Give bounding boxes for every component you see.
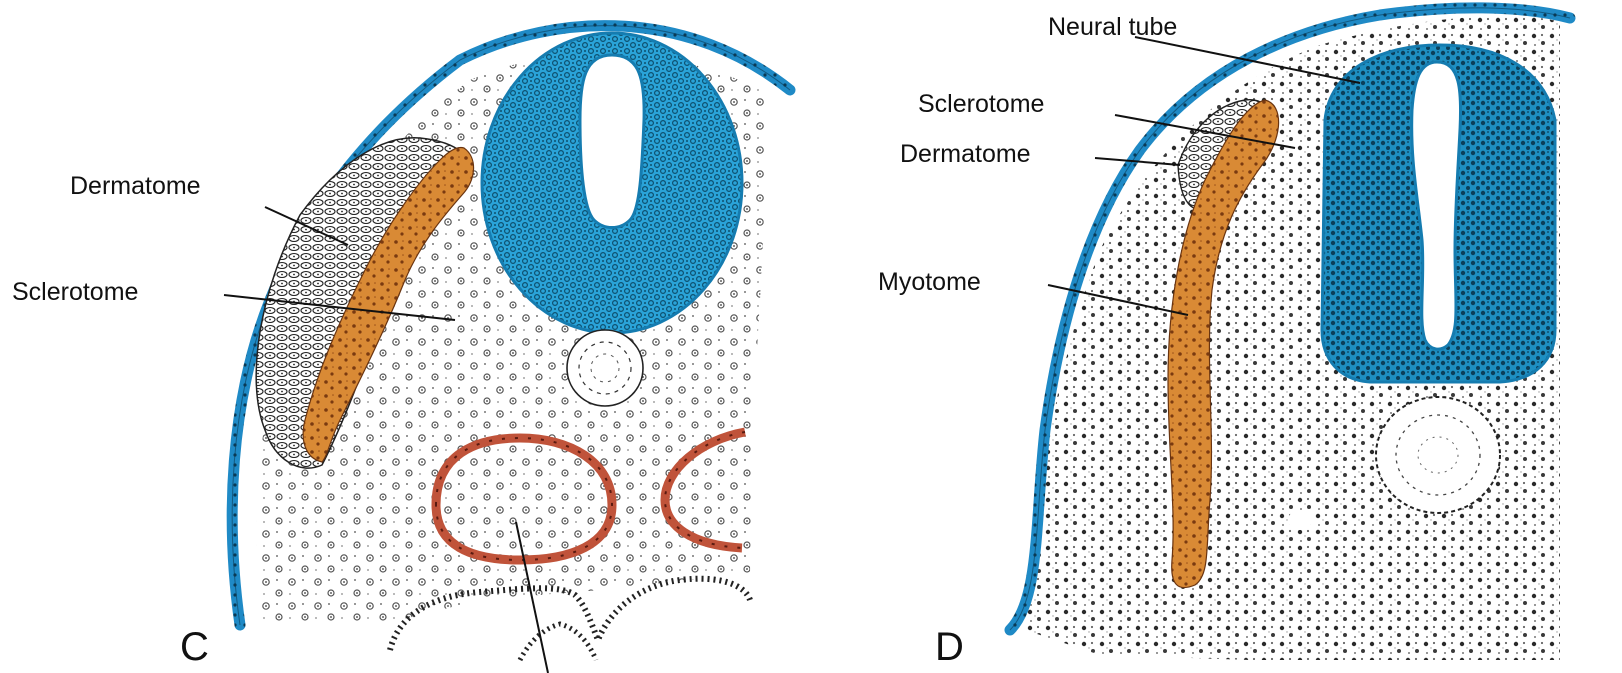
panel-letter-c: C: [180, 625, 209, 669]
neural-tube-c: [482, 33, 742, 333]
panel-d: Neural tube Sclerotome Dermatome Myotome…: [878, 8, 1570, 669]
mesenchyme-gap-d: [1288, 510, 1312, 530]
notochord-c: [567, 330, 643, 406]
notochord-d: [1376, 397, 1500, 513]
label-dermatome-c: Dermatome: [70, 172, 201, 200]
panel-letter-d: D: [935, 625, 964, 669]
panel-c: Dermatome Sclerotome C: [12, 26, 790, 673]
label-sclerotome-d: Sclerotome: [918, 90, 1044, 118]
neural-tube-d: [1322, 45, 1555, 382]
label-neural-tube-d: Neural tube: [1048, 13, 1177, 41]
label-myotome-d: Myotome: [878, 268, 981, 296]
label-dermatome-d: Dermatome: [900, 140, 1031, 168]
label-sclerotome-c: Sclerotome: [12, 278, 138, 306]
